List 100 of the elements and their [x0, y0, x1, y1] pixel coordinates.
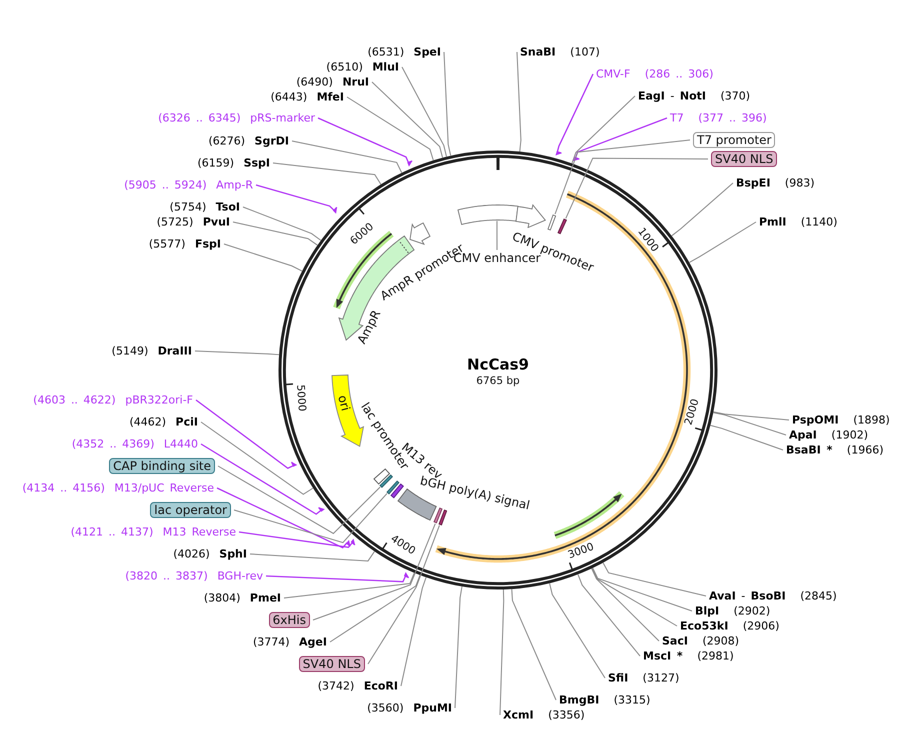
- restriction-site-label: (6510) MluI: [326, 60, 399, 74]
- leader-line: [292, 140, 402, 174]
- restriction-site-label: (5725) PvuI: [156, 216, 230, 228]
- leader-line: [454, 586, 462, 708]
- leader-line: [200, 443, 325, 515]
- leader-line: [710, 424, 784, 450]
- restriction-site-label: MscI * (2981): [643, 650, 734, 662]
- restriction-site-label: (3560) PpuMI: [367, 702, 452, 714]
- leader-line: [346, 96, 434, 161]
- restriction-site-label: (5754) TsoI: [170, 200, 240, 214]
- restriction-site-label: BspEI (983): [736, 176, 815, 190]
- leader-line: [250, 550, 375, 562]
- leader-line: [402, 66, 447, 158]
- leader-line: [555, 74, 594, 156]
- leader-line: [272, 162, 382, 185]
- leader-line: [554, 140, 690, 215]
- restriction-site-label: ApaI (1902): [789, 428, 868, 442]
- leader-line: [549, 582, 606, 678]
- restriction-site-label: BlpI (2902): [695, 604, 770, 618]
- restriction-site-label: (3804) PmeI: [204, 592, 281, 604]
- leader-line: [688, 222, 756, 263]
- primer-label: CMV-F (286 .. 306): [596, 68, 714, 80]
- restriction-site-label: BsaBI * (1966): [786, 444, 884, 456]
- leader-line: [232, 222, 318, 246]
- leader-line: [318, 117, 413, 167]
- restriction-site-label: (6276) SgrDI: [208, 134, 289, 148]
- restriction-site-label: (5149) DraIII: [112, 344, 192, 358]
- leader-line: [516, 52, 522, 152]
- leader-line: [571, 96, 636, 164]
- leader-line: [712, 412, 786, 436]
- restriction-site-label: (4462) PciI: [129, 416, 198, 428]
- plasmid-name: NcCas9: [467, 356, 529, 374]
- leader-line: [372, 82, 444, 158]
- leader-line: [712, 411, 790, 420]
- primer-label: (5905 .. 5924) Amp-R: [124, 178, 253, 192]
- leader-line: [234, 492, 388, 544]
- leader-line: [266, 572, 410, 582]
- primer-label: (4603 .. 4622) pBR322ori-F: [33, 394, 193, 406]
- restriction-site-label: (3742) EcoRI: [318, 680, 398, 692]
- feature-label: lac operator: [150, 502, 231, 518]
- leader-line: [218, 466, 381, 534]
- feature-name: ori: [335, 394, 353, 412]
- leader-line: [194, 350, 280, 356]
- leader-line: [602, 562, 706, 596]
- leader-line: [573, 117, 668, 162]
- leader-line: [256, 184, 338, 214]
- restriction-site-label: (6443) MfeI: [270, 90, 344, 104]
- feature-label: T7 promoter: [693, 132, 776, 148]
- restriction-site-label: SacI (2908): [662, 634, 740, 648]
- restriction-site-label: (3774) AgeI: [252, 636, 327, 648]
- scale-label: 4000: [388, 533, 417, 556]
- restriction-site-label: (6531) SpeI: [368, 46, 441, 58]
- leader-line: [577, 574, 640, 656]
- leader-line: [400, 576, 427, 686]
- leader-line: [224, 244, 303, 272]
- leader-line: [284, 572, 415, 598]
- leader-line: [312, 523, 436, 620]
- leader-line: [511, 588, 556, 700]
- primer-label: (4121 .. 4137) M13 Reverse: [70, 526, 236, 538]
- leader-line: [591, 568, 660, 642]
- restriction-site-label: XcmI (3356): [503, 708, 585, 722]
- feature-label: 6xHis: [268, 612, 310, 628]
- scale-label: 3000: [566, 542, 596, 560]
- feature-label: SV40 NLS: [711, 151, 778, 167]
- primer-label: (4352 .. 4369) L4440: [72, 438, 198, 450]
- leader-line: [216, 487, 351, 548]
- restriction-site-label: AvaI - BsoBI (2845): [709, 590, 837, 602]
- restriction-site-label: PspOMI (1898): [792, 414, 890, 426]
- leader-line: [500, 588, 504, 716]
- plasmid-size: 6765 bp: [476, 376, 520, 386]
- restriction-site-label: EagI - NotI (370): [638, 90, 750, 102]
- restriction-site-label: SnaBI (107): [520, 46, 600, 58]
- leader-line: [444, 52, 452, 156]
- leader-line: [565, 158, 708, 219]
- primer-label: T7 (377 .. 396): [670, 112, 767, 124]
- leader-line: [242, 206, 322, 241]
- restriction-site-label: (4026) SphI: [173, 548, 247, 560]
- feature-label: CAP binding site: [109, 458, 215, 474]
- restriction-site-label: BmgBI (3315): [559, 694, 650, 706]
- leader-line: [592, 568, 692, 612]
- scale-label: 2000: [684, 398, 702, 426]
- leader-line: [200, 422, 314, 495]
- restriction-site-label: (6490) NruI: [296, 76, 369, 88]
- primer-label: (6326 .. 6345) pRS-marker: [158, 112, 315, 124]
- leader-line: [592, 568, 678, 626]
- restriction-site-label: SfiI (3127): [608, 672, 680, 684]
- restriction-site-label: Eco53kI (2906): [680, 620, 780, 632]
- primer-label: (3820 .. 3837) BGH-rev: [125, 570, 263, 582]
- leader-line: [368, 524, 440, 664]
- leader-line: [496, 220, 498, 250]
- leader-line: [330, 574, 420, 642]
- restriction-site-label: (6159) SspI: [197, 156, 270, 170]
- leader-line: [238, 531, 356, 548]
- primer-label: (4134 .. 4156) M13/pUC Reverse: [22, 482, 214, 494]
- restriction-site-label: (5577) FspI: [148, 238, 221, 250]
- restriction-site-label: PmlI (1140): [759, 216, 838, 228]
- scale-label: 5000: [295, 384, 307, 412]
- leader-line: [196, 399, 298, 469]
- feature-label: SV40 NLS: [298, 656, 365, 672]
- leader-line: [671, 182, 734, 236]
